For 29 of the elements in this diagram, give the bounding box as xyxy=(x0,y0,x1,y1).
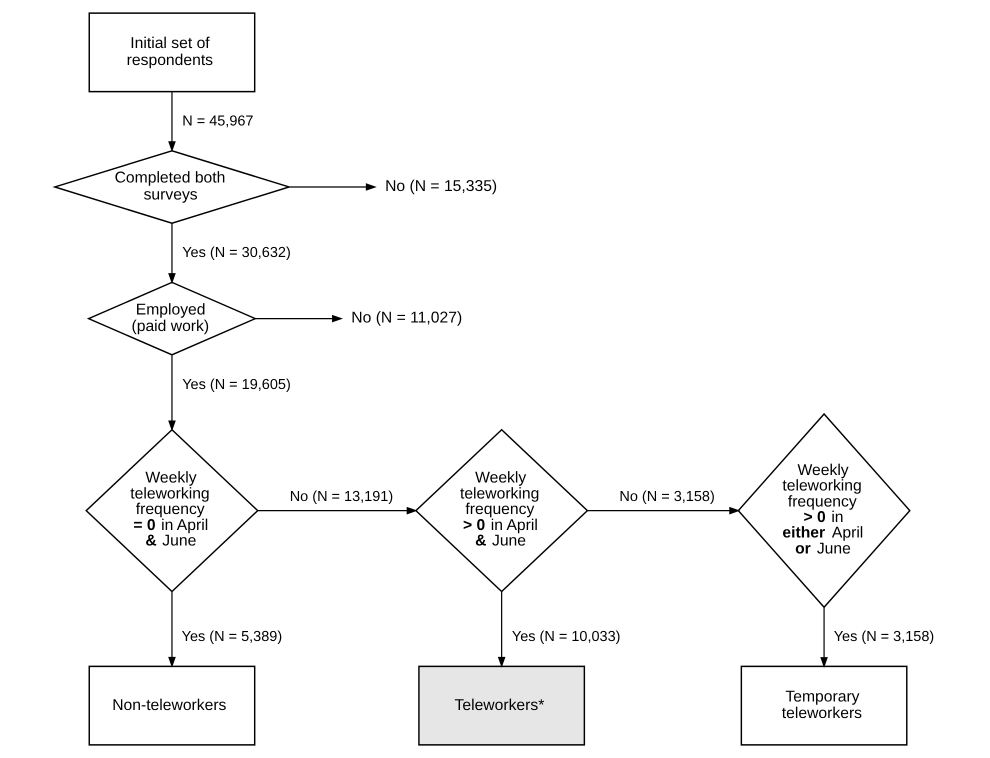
arrow xyxy=(258,506,418,514)
edge-label: N = 45,967 xyxy=(182,114,254,130)
arrow xyxy=(820,608,828,668)
node-box: Teleworkers* xyxy=(418,666,586,746)
node-box: Non-teleworkers xyxy=(88,666,256,746)
edge-label: No (N = 13,191) xyxy=(290,489,394,506)
node-box: Initial set of respondents xyxy=(88,12,256,92)
arrow xyxy=(498,592,506,668)
edge-label: No (N = 3,158) xyxy=(619,489,715,506)
edge-label: Yes (N = 3,158) xyxy=(834,629,934,646)
node-diamond: Completed both surveys xyxy=(52,150,292,224)
arrow xyxy=(168,224,176,284)
arrow xyxy=(256,314,343,322)
node-diamond: Employed (paid work) xyxy=(86,282,258,356)
edge-label: Yes (N = 5,389) xyxy=(182,629,282,646)
arrow xyxy=(289,183,377,191)
edge-label: Yes (N = 10,033) xyxy=(512,629,620,646)
arrow xyxy=(168,92,176,152)
node-diamond: Weekly teleworking frequency > 0 in either April or June xyxy=(737,412,911,608)
node-diamond: Weekly teleworking frequency > 0 in April & June xyxy=(414,428,588,593)
node-box: Temporary teleworkers xyxy=(740,666,908,746)
arrow xyxy=(588,506,740,514)
arrow xyxy=(168,355,176,432)
node-diamond: Weekly teleworking frequency = 0 in April & June xyxy=(85,428,259,593)
edge-label: Yes (N = 19,605) xyxy=(182,376,291,393)
node-text: No (N = 15,335) xyxy=(385,178,498,196)
edge-label: Yes (N = 30,632) xyxy=(182,245,291,262)
node-text: No (N = 11,027) xyxy=(351,310,462,327)
arrow xyxy=(168,592,176,668)
